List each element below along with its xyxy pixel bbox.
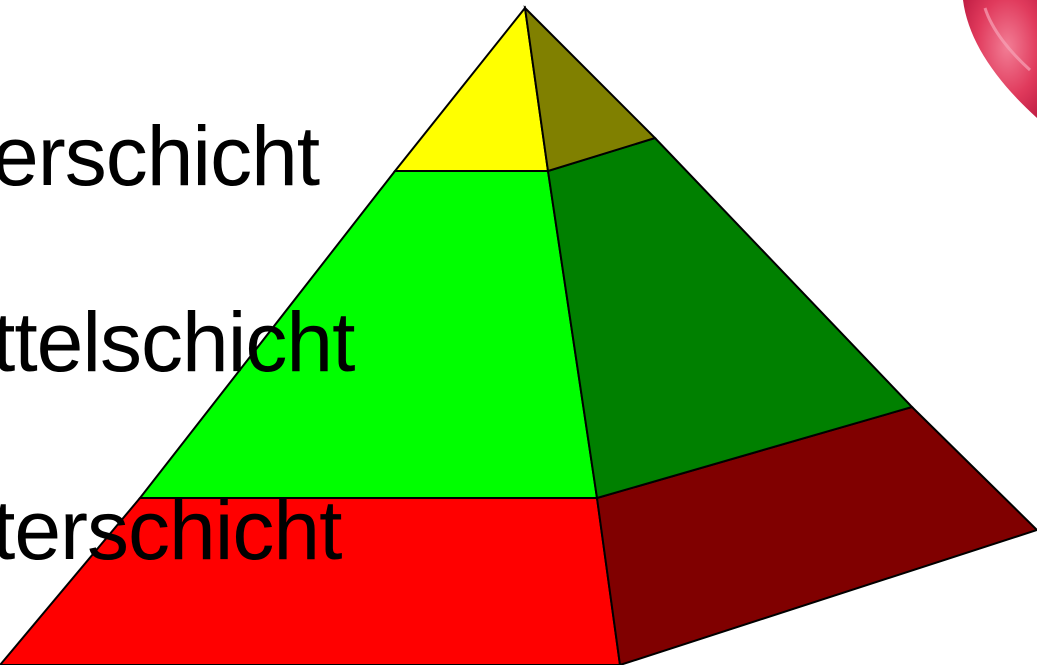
heart-decoration — [963, 0, 1037, 118]
label-middle-class: ttelschicht — [0, 300, 355, 384]
pyramid-top-front — [395, 8, 548, 171]
label-lower-class: terschicht — [0, 488, 341, 572]
label-upper-class: erschicht — [0, 114, 319, 198]
